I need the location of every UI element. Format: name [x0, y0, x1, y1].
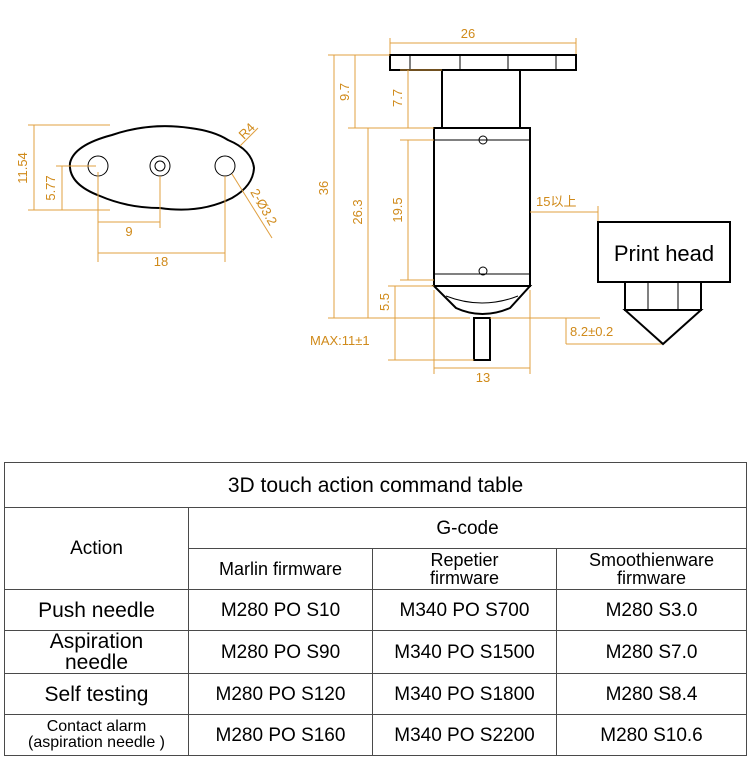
technical-drawing: 11.54 5.77 9 18 R4 2-Ø3.2 [15, 26, 731, 385]
marlin-cell: M280 PO S120 [188, 673, 373, 715]
nozzle-tip [622, 309, 704, 346]
repetier-cell: M340 PO S700 [372, 589, 557, 631]
table-row: Contact alarm (aspiration needle ) M280 … [4, 714, 748, 756]
probe-needle [473, 317, 491, 361]
dim-top-section: 9.7 [337, 83, 352, 101]
print-head: Print head [597, 221, 731, 346]
firmware-smoothie-line1: Smoothienware [588, 550, 715, 570]
table-row: Push needle M280 PO S10 M340 PO S700 M28… [4, 589, 748, 631]
smoothie-cell: M280 S7.0 [555, 630, 748, 674]
gcode-header: G-code [187, 507, 748, 549]
action-cell: Self testing [4, 673, 189, 715]
command-table: 3D touch action command table Action G-c… [3, 462, 748, 756]
plate-outline [68, 125, 256, 211]
dim-top-inner: 7.7 [390, 89, 405, 107]
plate-dimensions: 11.54 5.77 9 18 R4 2-Ø3.2 [15, 120, 280, 269]
dim-hole-offset: 5.77 [43, 175, 58, 200]
repetier-cell: M340 PO S1800 [372, 673, 557, 715]
right-hole [214, 155, 236, 177]
marlin-cell: M280 PO S160 [188, 714, 373, 756]
dim-total-height: 36 [316, 181, 331, 195]
firmware-smoothie: Smoothienware firmware [555, 548, 748, 590]
firmware-marlin: Marlin firmware [188, 548, 373, 590]
dim-radius: R4 [236, 120, 258, 142]
action-cell: Contact alarm (aspiration needle ) [4, 714, 189, 756]
dim-needle-max: MAX:11±1 [310, 333, 370, 348]
probe-cone [431, 285, 533, 315]
action-line2: needle [64, 651, 129, 674]
dim-top-width: 26 [461, 26, 475, 41]
dim-offset-up: 15以上 [536, 194, 576, 209]
top-flange [389, 54, 577, 71]
dim-hole-spacing: 9 [125, 224, 132, 239]
firmware-repetier-line2: firmware [429, 568, 499, 588]
dim-bottom-section: 5.5 [377, 293, 392, 311]
center-hole-inner [154, 160, 166, 172]
repetier-cell: M340 PO S1500 [372, 630, 557, 674]
table-title: 3D touch action command table [3, 462, 748, 508]
table-row: Aspiration needle M280 PO S90 M340 PO S1… [4, 630, 748, 674]
firmware-repetier-line1: Repetier [430, 550, 499, 570]
firmware-repetier: Repetier firmware [372, 548, 557, 590]
probe-body [433, 127, 531, 287]
table-row: Self testing M280 PO S120 M340 PO S1800 … [4, 673, 748, 715]
smoothie-cell: M280 S3.0 [555, 589, 748, 631]
nozzle-block [624, 281, 702, 311]
action-cell: Aspiration needle [4, 630, 189, 674]
action-cell: Push needle [4, 589, 189, 631]
smoothie-cell: M280 S8.4 [555, 673, 748, 715]
marlin-cell: M280 PO S90 [188, 630, 373, 674]
action-line1: Contact alarm [46, 718, 147, 735]
repetier-cell: M340 PO S2200 [372, 714, 557, 756]
dim-body-height: 26.3 [350, 199, 365, 224]
dim-overall-spacing: 18 [154, 254, 168, 269]
action-line1: Aspiration [49, 630, 144, 653]
probe-dimensions: 26 36 9.7 7.7 26.3 19.5 5.5 MAX:11±1 1 [310, 26, 662, 385]
dim-bottom-width: 13 [476, 370, 490, 385]
dim-plate-height: 11.54 [15, 152, 30, 184]
print-head-label: Print head [614, 241, 714, 266]
center-hole [149, 155, 171, 177]
marlin-cell: M280 PO S10 [188, 589, 373, 631]
probe-side-view [389, 54, 577, 361]
smoothie-cell: M280 S10.6 [555, 714, 748, 756]
action-line2: (aspiration needle ) [28, 734, 165, 751]
action-header: Action [4, 507, 189, 590]
dim-inner-body: 19.5 [390, 197, 405, 222]
dim-nozzle-offset: 8.2±0.2 [570, 324, 613, 339]
firmware-smoothie-line2: firmware [617, 568, 687, 588]
